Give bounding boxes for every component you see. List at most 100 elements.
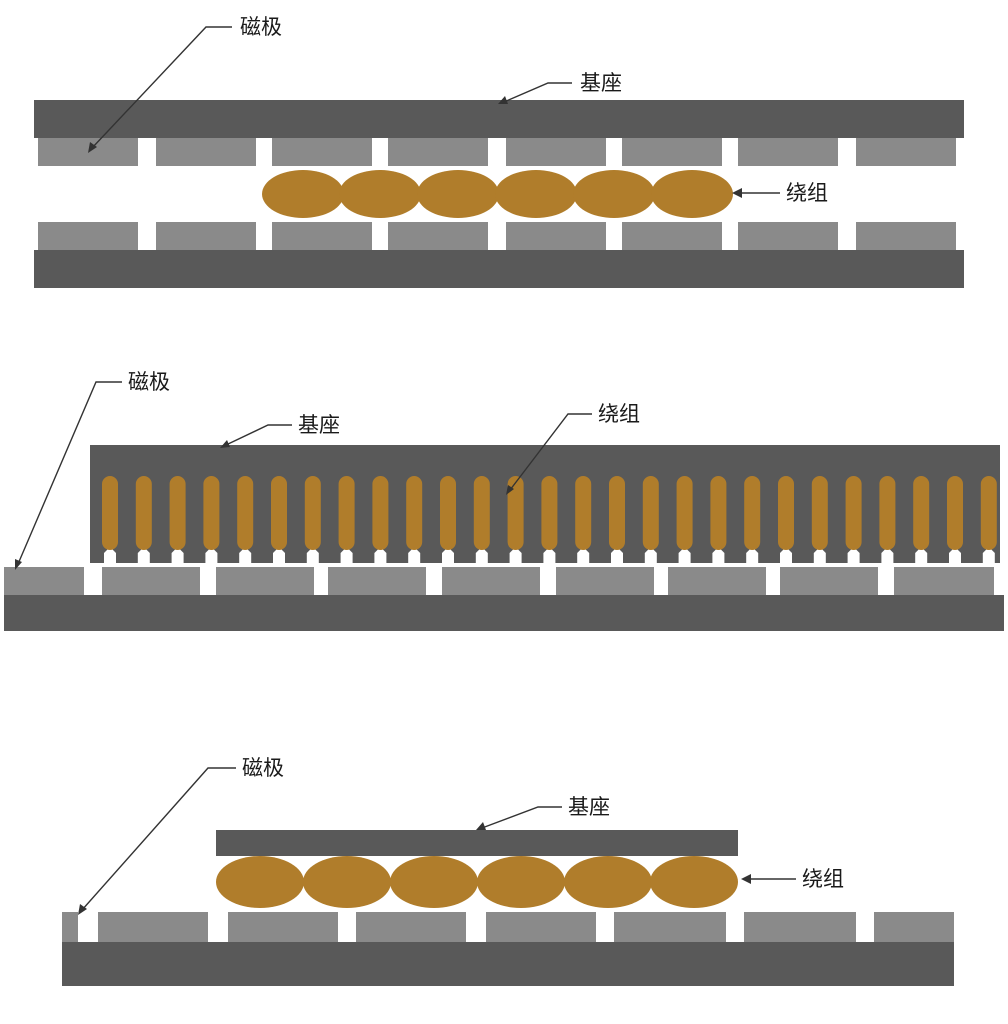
label-base: 基座 xyxy=(580,71,622,95)
slot-coil xyxy=(811,476,828,550)
slot-opening xyxy=(442,549,454,563)
slot-opening xyxy=(408,549,421,563)
magnet-pole xyxy=(38,222,138,250)
slot-opening xyxy=(543,549,556,563)
slot-coil xyxy=(541,476,558,550)
magnet-pole xyxy=(622,222,722,250)
slot-opening xyxy=(509,549,522,563)
winding-coils xyxy=(262,170,733,218)
slot-coil xyxy=(304,476,321,550)
slot-opening xyxy=(746,549,759,563)
magnet-pole xyxy=(486,912,596,942)
diagram-iron-core: 磁极 基座 绕组 xyxy=(4,370,1004,631)
slot-coil xyxy=(135,476,152,550)
magnet-pole xyxy=(216,567,314,595)
magnet-pole xyxy=(102,567,200,595)
coil xyxy=(339,170,421,218)
slot-opening xyxy=(915,549,928,563)
magnet-pole xyxy=(62,912,78,942)
leader-pole xyxy=(81,767,236,911)
slot-coil xyxy=(473,476,490,550)
slot-opening xyxy=(847,549,860,563)
label-pole: 磁极 xyxy=(128,370,170,394)
magnet-pole xyxy=(4,567,84,595)
bottom-base xyxy=(34,250,964,288)
magnet-pole xyxy=(272,138,372,166)
magnet-pole xyxy=(442,567,540,595)
magnet-pole xyxy=(388,138,488,166)
bottom-magnet-poles xyxy=(38,222,956,250)
arrowhead xyxy=(15,559,22,570)
slot-coil xyxy=(406,476,423,550)
coil xyxy=(573,170,655,218)
diagram-ironless-single: 磁极 基座 绕组 xyxy=(62,756,954,986)
arrowhead xyxy=(78,904,87,915)
label-pole: 磁极 xyxy=(240,15,282,39)
magnet-pole xyxy=(328,567,426,595)
arrowhead xyxy=(88,142,97,153)
diagram-double-sided: 磁极 基座 绕组 xyxy=(34,15,964,288)
arrowhead xyxy=(732,188,742,198)
slot-coil xyxy=(575,476,592,550)
magnet-pole xyxy=(738,138,838,166)
slot-coil xyxy=(609,476,625,550)
slot-opening xyxy=(340,549,353,563)
magnet-pole xyxy=(622,138,722,166)
slot-opening xyxy=(577,549,590,563)
coil xyxy=(651,170,733,218)
coil xyxy=(477,856,565,908)
slot-opening xyxy=(205,549,218,563)
slot-coil xyxy=(913,476,930,550)
slot-coil xyxy=(980,476,997,550)
top-magnet-poles xyxy=(38,138,956,166)
mover-base xyxy=(216,830,738,856)
coil xyxy=(650,856,738,908)
magnet-poles xyxy=(62,912,954,942)
label-pole: 磁极 xyxy=(242,756,284,780)
coil xyxy=(495,170,577,218)
slot-coil xyxy=(169,476,186,550)
magnet-pole xyxy=(228,912,338,942)
magnet-pole xyxy=(556,567,654,595)
label-winding: 绕组 xyxy=(802,867,844,891)
label-base: 基座 xyxy=(568,795,610,819)
magnet-pole xyxy=(894,567,994,595)
leader-pole xyxy=(91,26,232,149)
slot-coil xyxy=(237,476,254,550)
slot-coil xyxy=(845,476,862,550)
magnet-pole xyxy=(744,912,856,942)
slot-opening xyxy=(273,549,285,563)
slot-coil xyxy=(271,476,287,550)
slot-coil xyxy=(102,476,118,550)
slot-coil xyxy=(507,476,524,550)
slot-opening xyxy=(374,549,387,563)
arrowhead xyxy=(476,822,486,830)
slot-windings xyxy=(102,476,997,563)
slot-opening xyxy=(813,549,826,563)
stator-base xyxy=(62,942,954,986)
leader-base xyxy=(225,424,292,446)
slot-coil xyxy=(744,476,761,550)
leader-winding xyxy=(509,413,592,491)
stator-base xyxy=(4,595,1004,631)
slot-opening xyxy=(611,549,623,563)
leader-base xyxy=(481,806,562,829)
coil xyxy=(216,856,304,908)
slot-opening xyxy=(712,549,725,563)
slot-opening xyxy=(644,549,657,563)
magnet-pole xyxy=(614,912,726,942)
magnet-pole xyxy=(856,222,956,250)
magnet-pole xyxy=(506,138,606,166)
magnet-pole xyxy=(668,567,766,595)
leader-base xyxy=(503,82,572,103)
label-winding: 绕组 xyxy=(598,402,640,426)
slot-coil xyxy=(947,476,963,550)
label-winding: 绕组 xyxy=(786,181,828,205)
arrowhead xyxy=(498,96,508,104)
coil xyxy=(390,856,478,908)
magnet-pole xyxy=(874,912,954,942)
slot-opening xyxy=(780,549,792,563)
magnet-pole xyxy=(388,222,488,250)
slot-opening xyxy=(678,549,691,563)
